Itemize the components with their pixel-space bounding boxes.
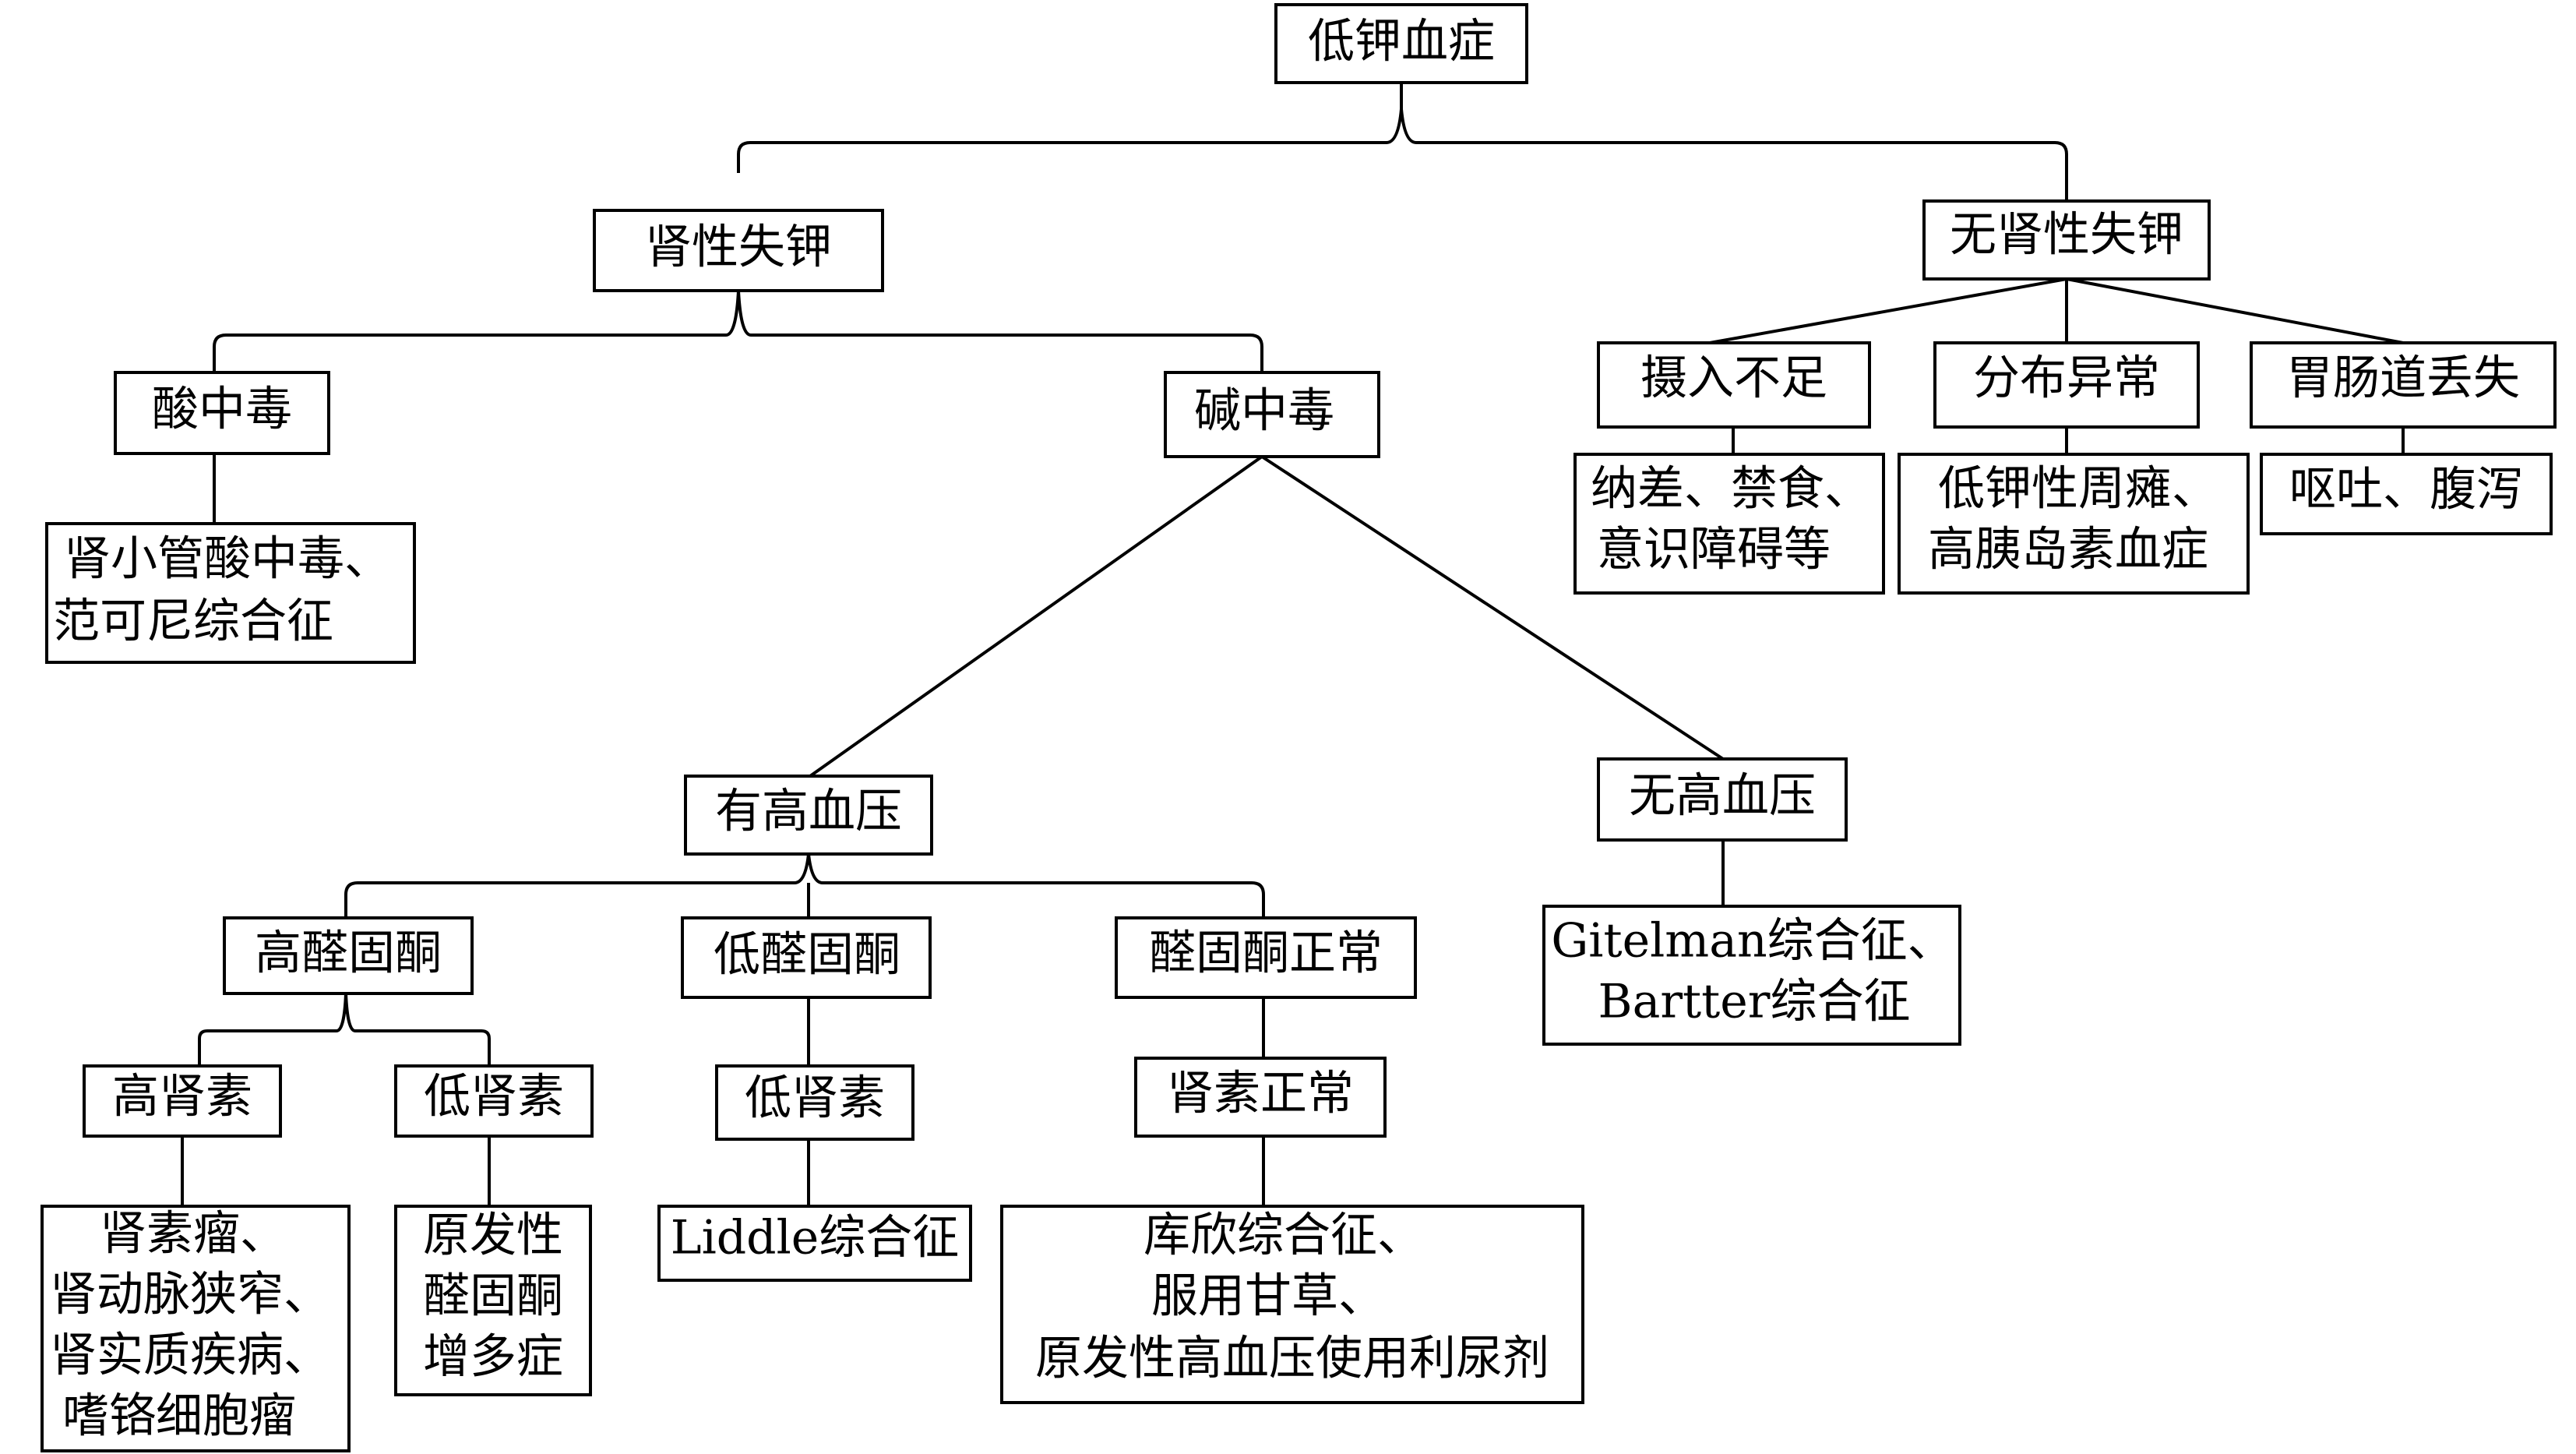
low-aldosterone-label: 低醛固酮 [714, 928, 900, 983]
normal-renin-label: 肾素正常 [1167, 1067, 1354, 1121]
high-aldosterone-label: 高醛固酮 [255, 926, 442, 981]
high-renin-cause-2: 肾动脉狭窄、 [50, 1268, 330, 1322]
normal-renin-causes-node: 库欣综合征、 服用甘草、 原发性高血压使用利尿剂 [1000, 1205, 1584, 1404]
nonrenal-to-intake [1709, 277, 2067, 344]
normal-renin-cause-3: 原发性高血压使用利尿剂 [1035, 1332, 1549, 1386]
high-renin-node: 高肾素 [83, 1064, 282, 1138]
high-renin-cause-3: 肾实质疾病、 [50, 1329, 330, 1383]
nonrenal-loss-label: 无肾性失钾 [1950, 208, 2183, 263]
distribution-abnormal-node: 分布异常 [1933, 341, 2200, 429]
renal-loss-label: 肾性失钾 [645, 221, 832, 275]
connector-lines [181, 83, 2405, 1206]
low-renin-low-ald-node: 低肾素 [715, 1064, 914, 1141]
primary-aldosteronism-line-3: 增多症 [423, 1330, 563, 1385]
intake-cause-2: 意识障碍等 [1597, 523, 1831, 577]
primary-aldosteronism-node: 原发性 醛固酮 增多症 [394, 1205, 592, 1396]
distribution-cause-2: 高胰岛素血症 [1928, 523, 2208, 577]
distribution-causes-node: 低钾性周瘫、 高胰岛素血症 [1898, 453, 2250, 595]
renal-brace [213, 290, 1263, 372]
high-renin-label: 高肾素 [112, 1070, 252, 1124]
alkalosis-node: 碱中毒 [1164, 371, 1380, 458]
hypertension-node: 有高血压 [684, 775, 933, 856]
no-hypertension-cause-2: Bartter综合征 [1598, 975, 1911, 1029]
high-aldosterone-node: 高醛固酮 [223, 916, 474, 995]
normal-renin-cause-1: 库欣综合征、 [1144, 1209, 1424, 1263]
liddle-node: Liddle综合征 [657, 1205, 972, 1282]
no-hypertension-node: 无高血压 [1597, 757, 1848, 842]
acidosis-label: 酸中毒 [152, 383, 292, 437]
nonrenal-to-gi [2066, 277, 2404, 344]
normal-renin-node: 肾素正常 [1134, 1057, 1387, 1138]
primary-aldosteronism-line-1: 原发性 [423, 1209, 563, 1263]
intake-cause-1: 纳差、禁食、 [1591, 462, 1871, 517]
renal-loss-node: 肾性失钾 [593, 209, 884, 292]
low-renin-low-ald-label: 低肾素 [745, 1071, 885, 1126]
acidosis-node: 酸中毒 [114, 371, 330, 455]
insufficient-intake-label: 摄入不足 [1640, 351, 1827, 406]
high-ald-brace [198, 993, 491, 1066]
high-renin-cause-4: 嗜铬细胞瘤 [62, 1389, 296, 1444]
alkalosis-to-hypertension [809, 455, 1263, 778]
intake-causes-node: 纳差、禁食、 意识障碍等 [1573, 453, 1885, 595]
alkalosis-label: 碱中毒 [1194, 384, 1334, 439]
gi-causes-node: 呕吐、腹泻 [2260, 453, 2553, 535]
normal-aldosterone-label: 醛固酮正常 [1149, 926, 1383, 981]
hypertension-brace [344, 853, 1265, 918]
acidosis-cause-1: 肾小管酸中毒、 [64, 532, 391, 587]
no-hypertension-cause-1: Gitelman综合征、 [1551, 914, 1954, 969]
liddle-label: Liddle综合征 [671, 1211, 960, 1265]
low-renin-high-ald-node: 低肾素 [394, 1064, 594, 1138]
gi-loss-node: 胃肠道丢失 [2250, 341, 2557, 429]
nonrenal-loss-node: 无肾性失钾 [1922, 199, 2211, 281]
distribution-cause-1: 低钾性周瘫、 [1938, 462, 2218, 517]
high-renin-causes-node: 肾素瘤、 肾动脉狭窄、 肾实质疾病、 嗜铬细胞瘤 [41, 1205, 351, 1452]
acidosis-causes-node: 肾小管酸中毒、 范可尼综合征 [45, 522, 416, 664]
root-label: 低钾血症 [1308, 15, 1495, 69]
low-renin-high-ald-label: 低肾素 [424, 1070, 564, 1124]
high-renin-cause-1: 肾素瘤、 [100, 1207, 287, 1262]
no-hypertension-causes-node: Gitelman综合征、 Bartter综合征 [1542, 905, 1961, 1046]
gi-cause-1: 呕吐、腹泻 [2289, 463, 2523, 517]
primary-aldosteronism-line-2: 醛固酮 [423, 1269, 563, 1324]
insufficient-intake-node: 摄入不足 [1597, 341, 1871, 429]
alkalosis-to-no-hypertension [1260, 455, 1725, 761]
acidosis-cause-2: 范可尼综合征 [53, 595, 333, 649]
normal-renin-cause-2: 服用甘草、 [1151, 1269, 1385, 1324]
root-brace [737, 108, 2068, 201]
distribution-abnormal-label: 分布异常 [1973, 351, 2160, 406]
low-aldosterone-node: 低醛固酮 [681, 916, 932, 999]
root-node: 低钾血症 [1274, 3, 1528, 84]
gi-loss-label: 胃肠道丢失 [2286, 351, 2520, 406]
hypertension-label: 有高血压 [715, 785, 902, 839]
normal-aldosterone-node: 醛固酮正常 [1115, 916, 1417, 999]
no-hypertension-label: 无高血压 [1629, 769, 1816, 824]
